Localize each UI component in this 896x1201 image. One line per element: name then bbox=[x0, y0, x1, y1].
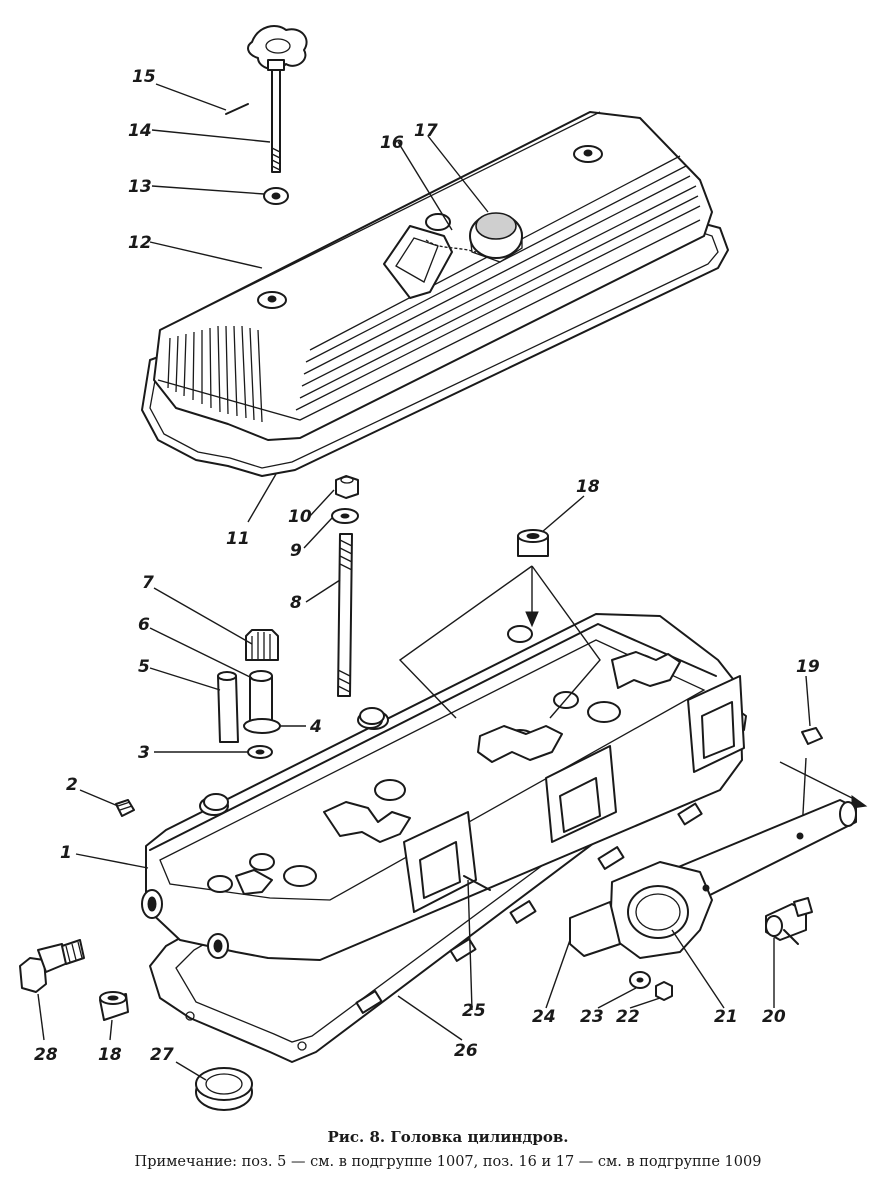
dowel-sleeve-bottom bbox=[99, 991, 129, 1021]
part-label: 7 bbox=[142, 573, 154, 593]
part-label: 16 bbox=[380, 133, 404, 153]
dowel-sleeve-top bbox=[517, 529, 549, 557]
part-label: 18 bbox=[576, 477, 600, 497]
bolt-28 bbox=[19, 939, 85, 993]
cylinder-head bbox=[141, 613, 745, 961]
part-label: 24 bbox=[532, 1007, 556, 1027]
plug-ring-27 bbox=[195, 1067, 253, 1111]
part-label: 19 bbox=[796, 657, 820, 677]
part-label: 1 bbox=[60, 843, 72, 863]
plug-2 bbox=[115, 799, 135, 817]
drain-cock bbox=[765, 897, 813, 945]
sleeve-locator-arrows bbox=[398, 565, 601, 719]
part-label: 10 bbox=[288, 507, 312, 527]
valve-cover bbox=[153, 111, 713, 441]
dipstick-assembly bbox=[225, 25, 308, 205]
figure-caption-note: Примечание: поз. 5 — см. в подгруппе 100… bbox=[134, 1154, 762, 1170]
part-label: 8 bbox=[290, 593, 302, 613]
part-label: 14 bbox=[128, 121, 152, 141]
part-label: 22 bbox=[616, 1007, 640, 1027]
water-outlet-pipe bbox=[569, 799, 857, 959]
part-label: 28 bbox=[34, 1045, 58, 1065]
part-label: 2 bbox=[66, 775, 78, 795]
part-label: 26 bbox=[454, 1041, 478, 1061]
part-label: 23 bbox=[580, 1007, 604, 1027]
part-label: 21 bbox=[714, 1007, 738, 1027]
stud-assembly bbox=[331, 475, 359, 697]
part-label: 3 bbox=[138, 743, 150, 763]
part-label: 18 bbox=[98, 1045, 122, 1065]
part-label: 4 bbox=[309, 717, 322, 737]
part-label: 12 bbox=[128, 233, 152, 253]
part-label: 17 bbox=[414, 121, 438, 141]
part-numbers: 1 2 3 4 5 6 7 8 9 10 11 12 13 14 15 16 1… bbox=[34, 67, 820, 1065]
valve-guide-parts bbox=[217, 629, 281, 759]
figure-caption-title: Рис. 8. Головка цилиндров. bbox=[327, 1128, 569, 1146]
part-label: 6 bbox=[138, 615, 150, 635]
part-label: 15 bbox=[132, 67, 156, 87]
part-label: 25 bbox=[462, 1001, 486, 1021]
part-label: 20 bbox=[762, 1007, 786, 1027]
leader-lines bbox=[37, 83, 811, 1081]
part-label: 9 bbox=[290, 541, 302, 561]
part-label: 5 bbox=[138, 657, 150, 677]
part-label: 27 bbox=[150, 1045, 174, 1065]
part-label: 11 bbox=[226, 529, 250, 549]
part-label: 13 bbox=[128, 177, 152, 197]
nut-and-washer bbox=[629, 971, 673, 1001]
